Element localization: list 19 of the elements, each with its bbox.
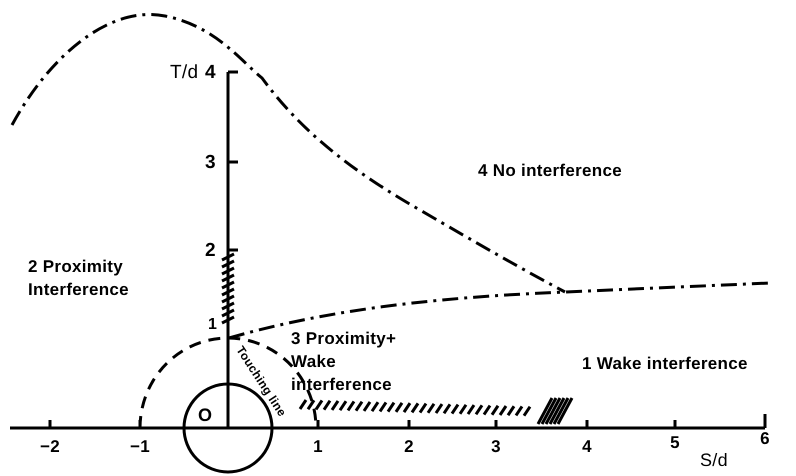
tick-label: 3 bbox=[491, 436, 501, 458]
axis-title: T/d bbox=[170, 61, 198, 85]
axis-title: S/d bbox=[700, 449, 728, 472]
tick-label: 5 bbox=[670, 432, 680, 454]
origin-label: O bbox=[198, 404, 212, 427]
region-label: 2 Proximity Interference bbox=[28, 256, 130, 301]
tick-label: −2 bbox=[40, 436, 60, 458]
tick-label: 2 bbox=[205, 239, 216, 263]
tick-label: −1 bbox=[130, 436, 150, 458]
tick-label: 1 bbox=[313, 436, 323, 458]
region-label: 3 Proximity+ Wake interference bbox=[291, 328, 398, 396]
region-label: 1 Wake interference bbox=[582, 353, 748, 375]
tick-label: 2 bbox=[404, 436, 414, 458]
tick-label: 4 bbox=[582, 436, 592, 458]
tick-label: 4 bbox=[205, 61, 216, 85]
region-label: 4 No interference bbox=[478, 160, 622, 182]
tick-label: 3 bbox=[205, 151, 216, 175]
tick-label: 6 bbox=[760, 428, 770, 450]
tick-label: 1 bbox=[208, 315, 218, 335]
